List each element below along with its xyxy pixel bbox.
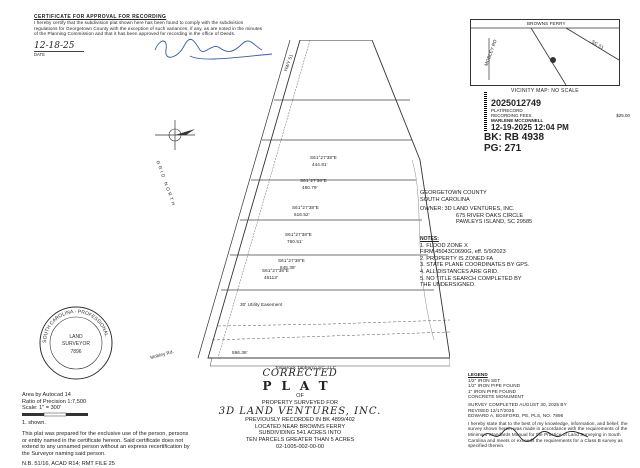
stamp-page: PG: 271: [484, 143, 522, 154]
note-3: 3. STATE PLANE COORDINATES BY GPS.: [420, 262, 530, 269]
notes-heading: NOTES:: [420, 236, 439, 242]
note-4: 4. ALL DISTANCES ARE GRID.: [420, 268, 499, 275]
lot-distance-4: 760.51': [287, 239, 303, 244]
lot-distance-1: 444.81': [312, 162, 328, 167]
scale-info: Area by Autocad 14 Ratio of Precision 1:…: [22, 392, 190, 468]
stamp-barcode: [484, 92, 487, 132]
title-block: CORRECTED PLAT OF PROPERTY SURVEYED FOR …: [190, 368, 410, 450]
surveyor-seal: SOUTH CAROLINA · PROFESSIONAL LAND SURVE…: [39, 306, 113, 380]
stamp-datetime: 12-19-2025 12:04 PM: [491, 123, 569, 132]
title-owner: 3D LAND VENTURES, INC.: [218, 406, 382, 418]
stamp-amount: $25.00: [616, 113, 630, 118]
approval-certificate: CERTIFICATE FOR APPROVAL FOR RECORDING I…: [34, 14, 264, 57]
title-subdiv2: TEN PARCELS GREATER THAN 5 ACRES: [245, 436, 355, 443]
north-arrow-icon: [155, 120, 195, 150]
legend-note: 1. shown.: [22, 420, 46, 427]
title-located: LOCATED NEAR BROWNS FERRY: [254, 423, 346, 430]
lot-bearing-2: S61°27'38"E: [300, 178, 327, 183]
note-2: 2. PROPERTY IS ZONED FA: [420, 255, 494, 262]
legend-certification: LEGEND 1/2" IRON SET 1/2" IRON PIPE FOUN…: [468, 372, 630, 449]
seal-number: 7896: [70, 349, 81, 355]
vicinity-roads: [471, 27, 619, 85]
approval-text: I hereby certify that the subdivision pl…: [34, 20, 263, 37]
approval-date: 12-18-25: [34, 40, 75, 51]
owner-state: SOUTH CAROLINA: [420, 196, 470, 203]
owner-name: OWNER: 3D LAND VENTURES, INC.: [420, 206, 515, 213]
note-1: 1. FLOOD ZONE X: [420, 242, 468, 249]
approval-heading: CERTIFICATE FOR APPROVAL FOR RECORDING: [34, 14, 167, 20]
stamp-line1: PLAT/RECORD: [491, 108, 523, 113]
seal-center2: SURVEYOR: [62, 341, 90, 347]
lot-bearing-3: S61°27'38"E: [292, 205, 319, 210]
legend-heading: LEGEND: [468, 372, 488, 377]
lot-bearing-6: S61°27'38"E: [262, 268, 289, 273]
recording-stamp: 2025012749 PLAT/RECORD RECORDING FEES $2…: [484, 92, 630, 172]
vicinity-caption: VICINITY MAP: NO SCALE: [511, 88, 579, 94]
survey-drawing: [197, 40, 450, 367]
notes-block: NOTES: 1. FLOOD ZONE X FIRM 45043C0690G,…: [420, 236, 610, 289]
legend-item-2: 1/2" IRON PIPE FOUND: [468, 383, 521, 389]
note-1b: FIRM 45043C0690G, eff. 5/9/2023: [420, 249, 506, 256]
precision-ratio: Ratio of Precision 1:7,500: [22, 398, 87, 405]
owner-address2: PAWLEYS ISLAND, SC 29585: [456, 219, 533, 226]
scale-bar: [22, 412, 88, 417]
disclaimer: This plat was prepared for the exclusive…: [22, 430, 190, 457]
vicinity-road-top: BROWNS FERRY: [527, 21, 566, 26]
lot-distance-2: 480.79': [302, 185, 318, 190]
lot-distance-6: 46113': [264, 275, 278, 280]
approval-signature: [154, 38, 273, 60]
note-5: 5. NO TITLE SEARCH COMPLETED BY: [420, 275, 522, 282]
lot-distance-3: 616.52': [294, 212, 310, 217]
vicinity-map: BROWNS FERRY SC 51 MOBLEY RD VICINITY MA…: [470, 19, 620, 94]
title-of: OF: [296, 393, 304, 399]
survey-completed: SURVEY COMPLETED AUGUST 30, 2025 BY: [468, 401, 567, 407]
surveyor-certification: I hereby state that to the best of my kn…: [468, 420, 628, 449]
seal-center1: LAND: [69, 334, 83, 340]
stamp-recorder: MARLENE MCCONNELL: [491, 118, 544, 123]
legend-item-1: 1/2" IRON SET: [468, 377, 501, 383]
note-5b: THE UNDERSIGNED.: [420, 282, 476, 289]
approval-date-label: DATE: [34, 50, 84, 57]
title-corrected: CORRECTED: [262, 368, 338, 379]
lot-distance-5: 845.39': [280, 265, 296, 270]
owner-county: GEORGETOWN COUNTY: [420, 190, 487, 196]
title-purpose: PROPERTY SURVEYED FOR: [261, 399, 339, 406]
title-subdiv: SUBDIVIDING 541 ACRES INTO: [258, 430, 342, 437]
scale-text: Scale: 1" = 300': [22, 405, 61, 412]
stamp-line2: RECORDING FEES: [491, 113, 532, 118]
legend-item-3: 1" IRON PIPE FOUND: [468, 388, 517, 394]
stamp-doc-number: 2025012749: [491, 98, 542, 108]
lot-bearing-1: S61°27'38"E: [310, 155, 337, 160]
legend-item-4: CONCRETE MONUMENT: [468, 394, 524, 400]
file-ref: N.B. 51/16, ACAD R14; RMT FILE 25: [22, 461, 115, 468]
area-method: Area by Autocad 14: [22, 392, 71, 398]
title-prev: PREVIOUSLY RECORDED IN BK 4899/402: [245, 417, 355, 424]
owner-address1: 675 RIVER OAKS CIRCLE: [456, 212, 524, 219]
owner-block: GEORGETOWN COUNTY SOUTH CAROLINA OWNER: …: [420, 190, 610, 226]
easement-label: 30' Utility Easement: [240, 302, 283, 307]
lot-bearing-5: S61°27'38"E: [278, 258, 305, 263]
stamp-book: BK: RB 4938: [484, 132, 545, 143]
surveyor-signature: [481, 427, 589, 442]
adjoiner-label: Tomarock Timberco SC, LLC: [275, 365, 337, 370]
title-tms: 02-1005-002-00-00: [276, 443, 324, 450]
bottom-distance: 596.36': [232, 350, 248, 355]
title-plat: PLAT: [262, 379, 338, 393]
survey-revised: REVISED 12/17/2025: [468, 407, 515, 413]
lot-bearing-4: S61°27'38"E: [285, 232, 312, 237]
surveyor-name: EDWARD A. BOSFORD, PE, PLS, NO. 7896: [468, 413, 564, 419]
